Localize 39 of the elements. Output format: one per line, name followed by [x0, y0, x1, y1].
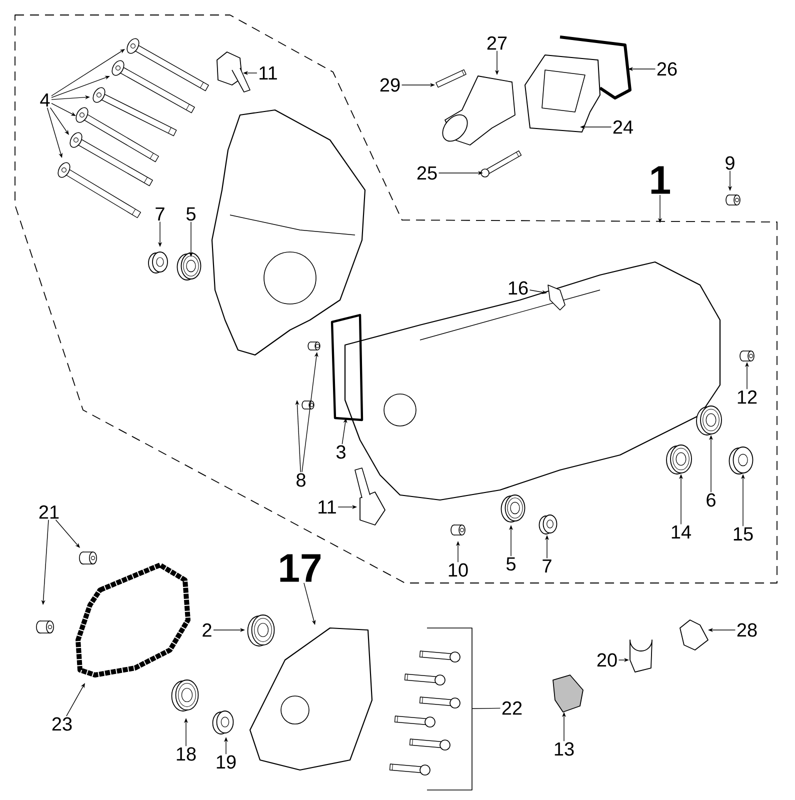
leader-line	[472, 708, 501, 709]
callout-number: 7	[156, 207, 164, 221]
callout-number: 6	[706, 493, 716, 507]
callout-number: 21	[39, 505, 59, 519]
callout-number: 5	[186, 207, 196, 221]
callout-number: 13	[554, 742, 574, 756]
callout-number: 11	[260, 66, 277, 80]
callout-number: 19	[216, 755, 236, 769]
leader-line	[51, 49, 125, 96]
callout-number: 15	[734, 527, 753, 541]
callout-number: 25	[417, 166, 437, 180]
leader-line	[51, 103, 76, 116]
callout-number: 24	[613, 120, 633, 134]
callout-number: 27	[487, 36, 507, 50]
callout-number: 5	[506, 557, 516, 571]
callout-number: 11	[318, 500, 336, 514]
callout-number: 26	[657, 62, 677, 76]
callout-number: 10	[448, 563, 468, 577]
leader-line	[55, 520, 80, 548]
callout-number: 3	[336, 445, 346, 459]
callout-number: 1	[651, 166, 670, 194]
leader-line	[66, 683, 85, 716]
callout-number: 28	[737, 623, 757, 637]
callout-number: 2	[202, 623, 212, 637]
leader-line	[50, 107, 69, 135]
callout-number: 4	[40, 93, 50, 107]
callout-number: 20	[597, 653, 617, 667]
callout-number: 16	[508, 281, 528, 295]
callout-number: 9	[726, 156, 734, 170]
callout-number: 14	[672, 525, 691, 539]
callout-number: 22	[502, 701, 522, 715]
callout-number: 8	[296, 473, 306, 487]
callout-number: 7	[542, 559, 552, 573]
callout-number: 17	[280, 554, 320, 582]
callout-number: 29	[380, 78, 400, 92]
bracket	[426, 628, 472, 790]
callout-number: 23	[52, 717, 72, 731]
callout-number: 12	[738, 390, 757, 404]
callout-number: 18	[176, 747, 196, 761]
